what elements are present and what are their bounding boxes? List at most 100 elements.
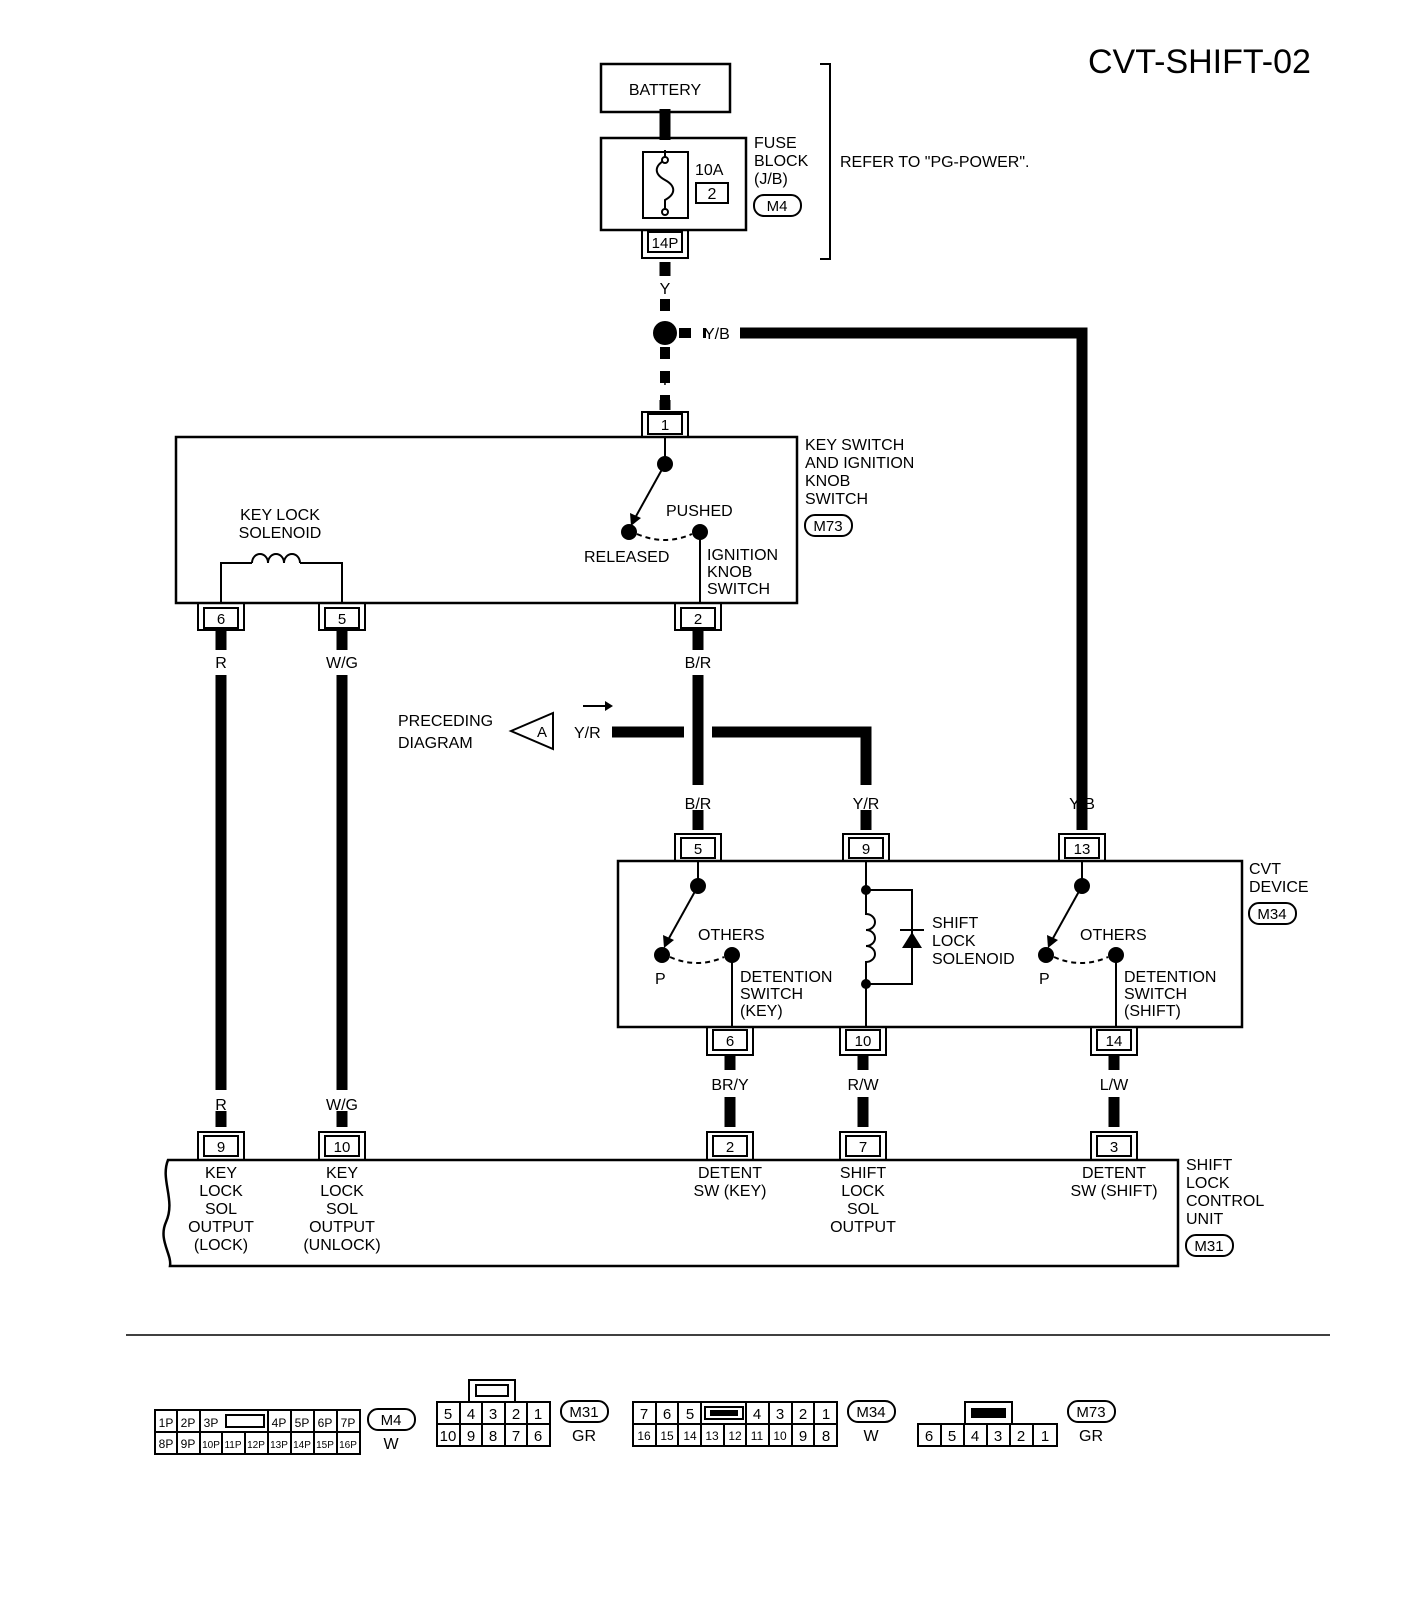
wire-color-slu-pin9: R: [215, 1097, 227, 1114]
fuse-rating: 10A: [695, 162, 724, 179]
cvt-solenoid-1: SHIFT: [932, 915, 978, 932]
wire-color-cvt-pin10: R/W: [847, 1077, 879, 1094]
slu-pin10-desc-4: OUTPUT: [309, 1219, 375, 1236]
slu-pin9-desc-5: (LOCK): [194, 1237, 248, 1254]
ks-pin-5: 5: [338, 611, 346, 628]
cvt-connector-badge: [1248, 902, 1297, 925]
m73-bot-5: 2: [1017, 1428, 1025, 1445]
m31-bot-5: 6: [534, 1428, 542, 1445]
wire-color-splice-branch: Y/B: [704, 326, 730, 343]
m34-id: M34: [856, 1404, 885, 1421]
connector-view-m34: 7 6 5 4 3 2 1 16 15 14 13 12 11 10 9 8 M…: [632, 1400, 896, 1447]
slu-pin2-desc-1: DETENT: [698, 1165, 762, 1182]
m34-bot-7: 10: [773, 1429, 787, 1443]
slu-pin10-desc-2: LOCK: [320, 1183, 364, 1200]
slu-label-3: CONTROL: [1186, 1193, 1264, 1210]
wire-color-ks-pin2: B/R: [685, 655, 712, 672]
wire-color-ks-pin6: R: [215, 655, 227, 672]
wire-color-ks-pin5: W/G: [326, 655, 358, 672]
refer-bracket: [820, 63, 831, 260]
m73-id: M73: [1076, 1404, 1105, 1421]
ks-ign-knob-3: SWITCH: [707, 581, 770, 598]
m31-top-5: 1: [534, 1406, 542, 1423]
slu-pin7-desc-1: SHIFT: [840, 1165, 886, 1182]
wire-color-cvt-pin13: Y/B: [1069, 796, 1095, 813]
slu-connector-badge: [1185, 1234, 1234, 1257]
ks-ign-knob-2: KNOB: [707, 564, 752, 581]
cvt-detention-shift-1: DETENTION: [1124, 969, 1216, 986]
cvt-detention-shift-3: (SHIFT): [1124, 1003, 1181, 1020]
ks-connector: M73: [813, 518, 842, 535]
ks-label-4: SWITCH: [805, 491, 868, 508]
m31-top-1: 5: [444, 1406, 452, 1423]
slu-pin-10: 10: [334, 1139, 351, 1156]
slu-pin10-desc-5: (UNLOCK): [303, 1237, 380, 1254]
m4-bot-8: 15P: [316, 1440, 334, 1451]
slu-pin9-desc-3: SOL: [205, 1201, 237, 1218]
slu-connector: M31: [1194, 1238, 1223, 1255]
cvt-device: 5 9 13 OTHERS P DETENTION SWITCH (KEY) S…: [616, 833, 1244, 1056]
fuse-block-connector: M4: [767, 198, 788, 215]
m4-top-2: 2P: [181, 1416, 196, 1430]
fuse-terminal: 14P: [652, 235, 679, 252]
cvt-pin-5: 5: [694, 841, 702, 858]
connector-view-m73: 6 5 4 3 2 1 M73 GR: [917, 1400, 1116, 1447]
slu-label-2: LOCK: [1186, 1175, 1230, 1192]
fuse-block-label-1: FUSE: [754, 135, 797, 152]
fuse-block-label-3: (J/B): [754, 171, 788, 188]
cvt-pin-6: 6: [726, 1033, 734, 1050]
cvt-pin-14: 14: [1106, 1033, 1123, 1050]
fuse-block-label-2: BLOCK: [754, 153, 809, 170]
slu-pin7-desc-3: SOL: [847, 1201, 879, 1218]
cvt-solenoid-3: SOLENOID: [932, 951, 1015, 968]
m73-color: GR: [1079, 1428, 1103, 1445]
cvt-solenoid-2: LOCK: [932, 933, 976, 950]
cvt-label-2: DEVICE: [1249, 879, 1309, 896]
key-switch: 1 PUSHED RELEASED IGNITION KNOB SWITCH K…: [174, 411, 799, 631]
cvt-pin-10: 10: [855, 1033, 872, 1050]
connector-view-m31: 5 4 3 2 1 10 9 8 7 6 M31 GR: [436, 1379, 609, 1447]
ks-pushed: PUSHED: [666, 503, 733, 520]
m4-top-1: 1P: [159, 1416, 174, 1430]
cvt-detention-shift-2: SWITCH: [1124, 986, 1187, 1003]
m73-bot-1: 6: [925, 1428, 933, 1445]
slu-pin2-desc-2: SW (KEY): [694, 1183, 767, 1200]
wire-color-cvt-pin5: B/R: [685, 796, 712, 813]
m34-top-3: 5: [686, 1406, 694, 1423]
slu-pin9-desc-2: LOCK: [199, 1183, 243, 1200]
m34-bot-9: 8: [822, 1428, 830, 1445]
ks-solenoid-2: SOLENOID: [239, 525, 322, 542]
cvt-p-shift: P: [1039, 971, 1050, 988]
m4-top-7: 7P: [341, 1416, 356, 1430]
m34-bot-3: 14: [683, 1429, 697, 1443]
m34-top-6: 2: [799, 1406, 807, 1423]
slu-pin10-desc-3: SOL: [326, 1201, 358, 1218]
connector-view-m4: 1P 2P 3P 4P 5P 6P 7P 8P 9P 10P 11P 12P 1…: [154, 1408, 416, 1455]
m31-bot-2: 9: [467, 1428, 475, 1445]
m4-bot-7: 14P: [293, 1440, 311, 1451]
cvt-pin-13: 13: [1074, 841, 1091, 858]
page-title: CVT-SHIFT-02: [1088, 43, 1311, 81]
m34-top-1: 7: [640, 1406, 648, 1423]
m34-top-4: 4: [753, 1406, 761, 1423]
m31-color: GR: [572, 1428, 596, 1445]
wire-color-cvt-pin6: BR/Y: [711, 1077, 749, 1094]
cvt-detention-key-3: (KEY): [740, 1003, 783, 1020]
m34-top-7: 1: [822, 1406, 830, 1423]
m31-top-4: 2: [512, 1406, 520, 1423]
battery: BATTERY: [599, 62, 732, 114]
slu-pin9-desc-1: KEY: [205, 1165, 237, 1182]
preceding-label-1: PRECEDING: [398, 713, 493, 730]
m31-top-3: 3: [489, 1406, 497, 1423]
slu-pin7-desc-2: LOCK: [841, 1183, 885, 1200]
shift-lock-control-unit: 9 10 2 7 3 KEY LOCK SOL OUTPUT (LOCK) KE…: [162, 1131, 1180, 1268]
ks-pin-1: 1: [661, 417, 669, 434]
wire-color-cvt-pin14: L/W: [1100, 1077, 1129, 1094]
slu-label-1: SHIFT: [1186, 1157, 1232, 1174]
ks-ign-knob-1: IGNITION: [707, 547, 778, 564]
m31-bot-3: 8: [489, 1428, 497, 1445]
m73-bot-2: 5: [948, 1428, 956, 1445]
cvt-others-shift: OTHERS: [1080, 927, 1147, 944]
m4-bot-6: 13P: [270, 1440, 288, 1451]
